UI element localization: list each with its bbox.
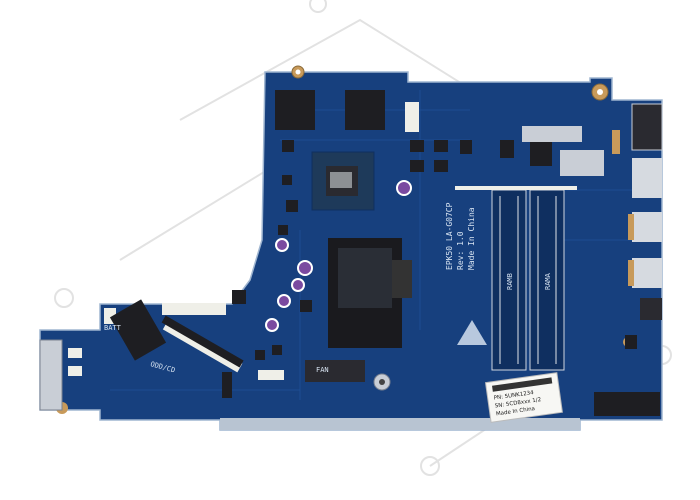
memory-chips [275,90,419,132]
silk-batt: BATT [104,324,122,332]
triangle-marker [457,320,487,345]
sticker-line1: PN: 5UNK1234 [493,390,534,402]
silk-rev: Rev: 1.0 [456,231,465,270]
capacitors [265,180,412,332]
small-components [232,140,637,360]
sticker-line3: Made In China [496,406,536,417]
silk-rama: RAMA [544,272,552,290]
silk-ramb: RAMB [506,273,514,290]
left-connectors [39,299,660,416]
silk-made-in: Made In China [467,207,476,270]
silk-conn-bottom: FAN [316,366,329,374]
cpu-chip [328,238,412,348]
gpu-chip [311,151,375,211]
silk-board-id: EPK50 LA-G07CP [445,202,454,270]
io-ports [522,103,663,320]
ram-slots [455,186,577,371]
product-sticker: PN: 5UNK1234 SN: 5CD8xxx 1/2 Made In Chi… [484,372,563,423]
